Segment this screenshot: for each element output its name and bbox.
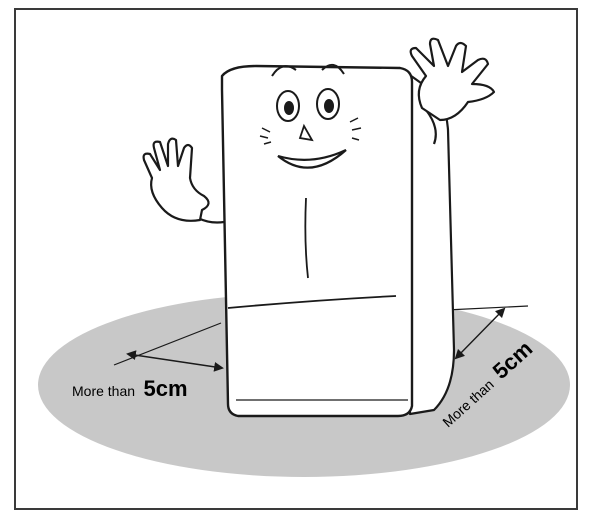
left-palm [144,139,209,221]
left-pupil [284,101,294,115]
right-guide-line [446,306,528,310]
fridge-front [222,66,412,416]
left-hand [144,139,224,223]
illustration-frame: More than 5cm More than 5cm [14,8,578,510]
left-label-prefix: More than [72,383,135,399]
left-label-value: 5cm [144,376,188,401]
fridge-clearance-illustration: More than 5cm More than 5cm [16,10,578,510]
left-arm [198,218,224,223]
right-palm [411,39,494,120]
right-pupil [324,99,334,113]
